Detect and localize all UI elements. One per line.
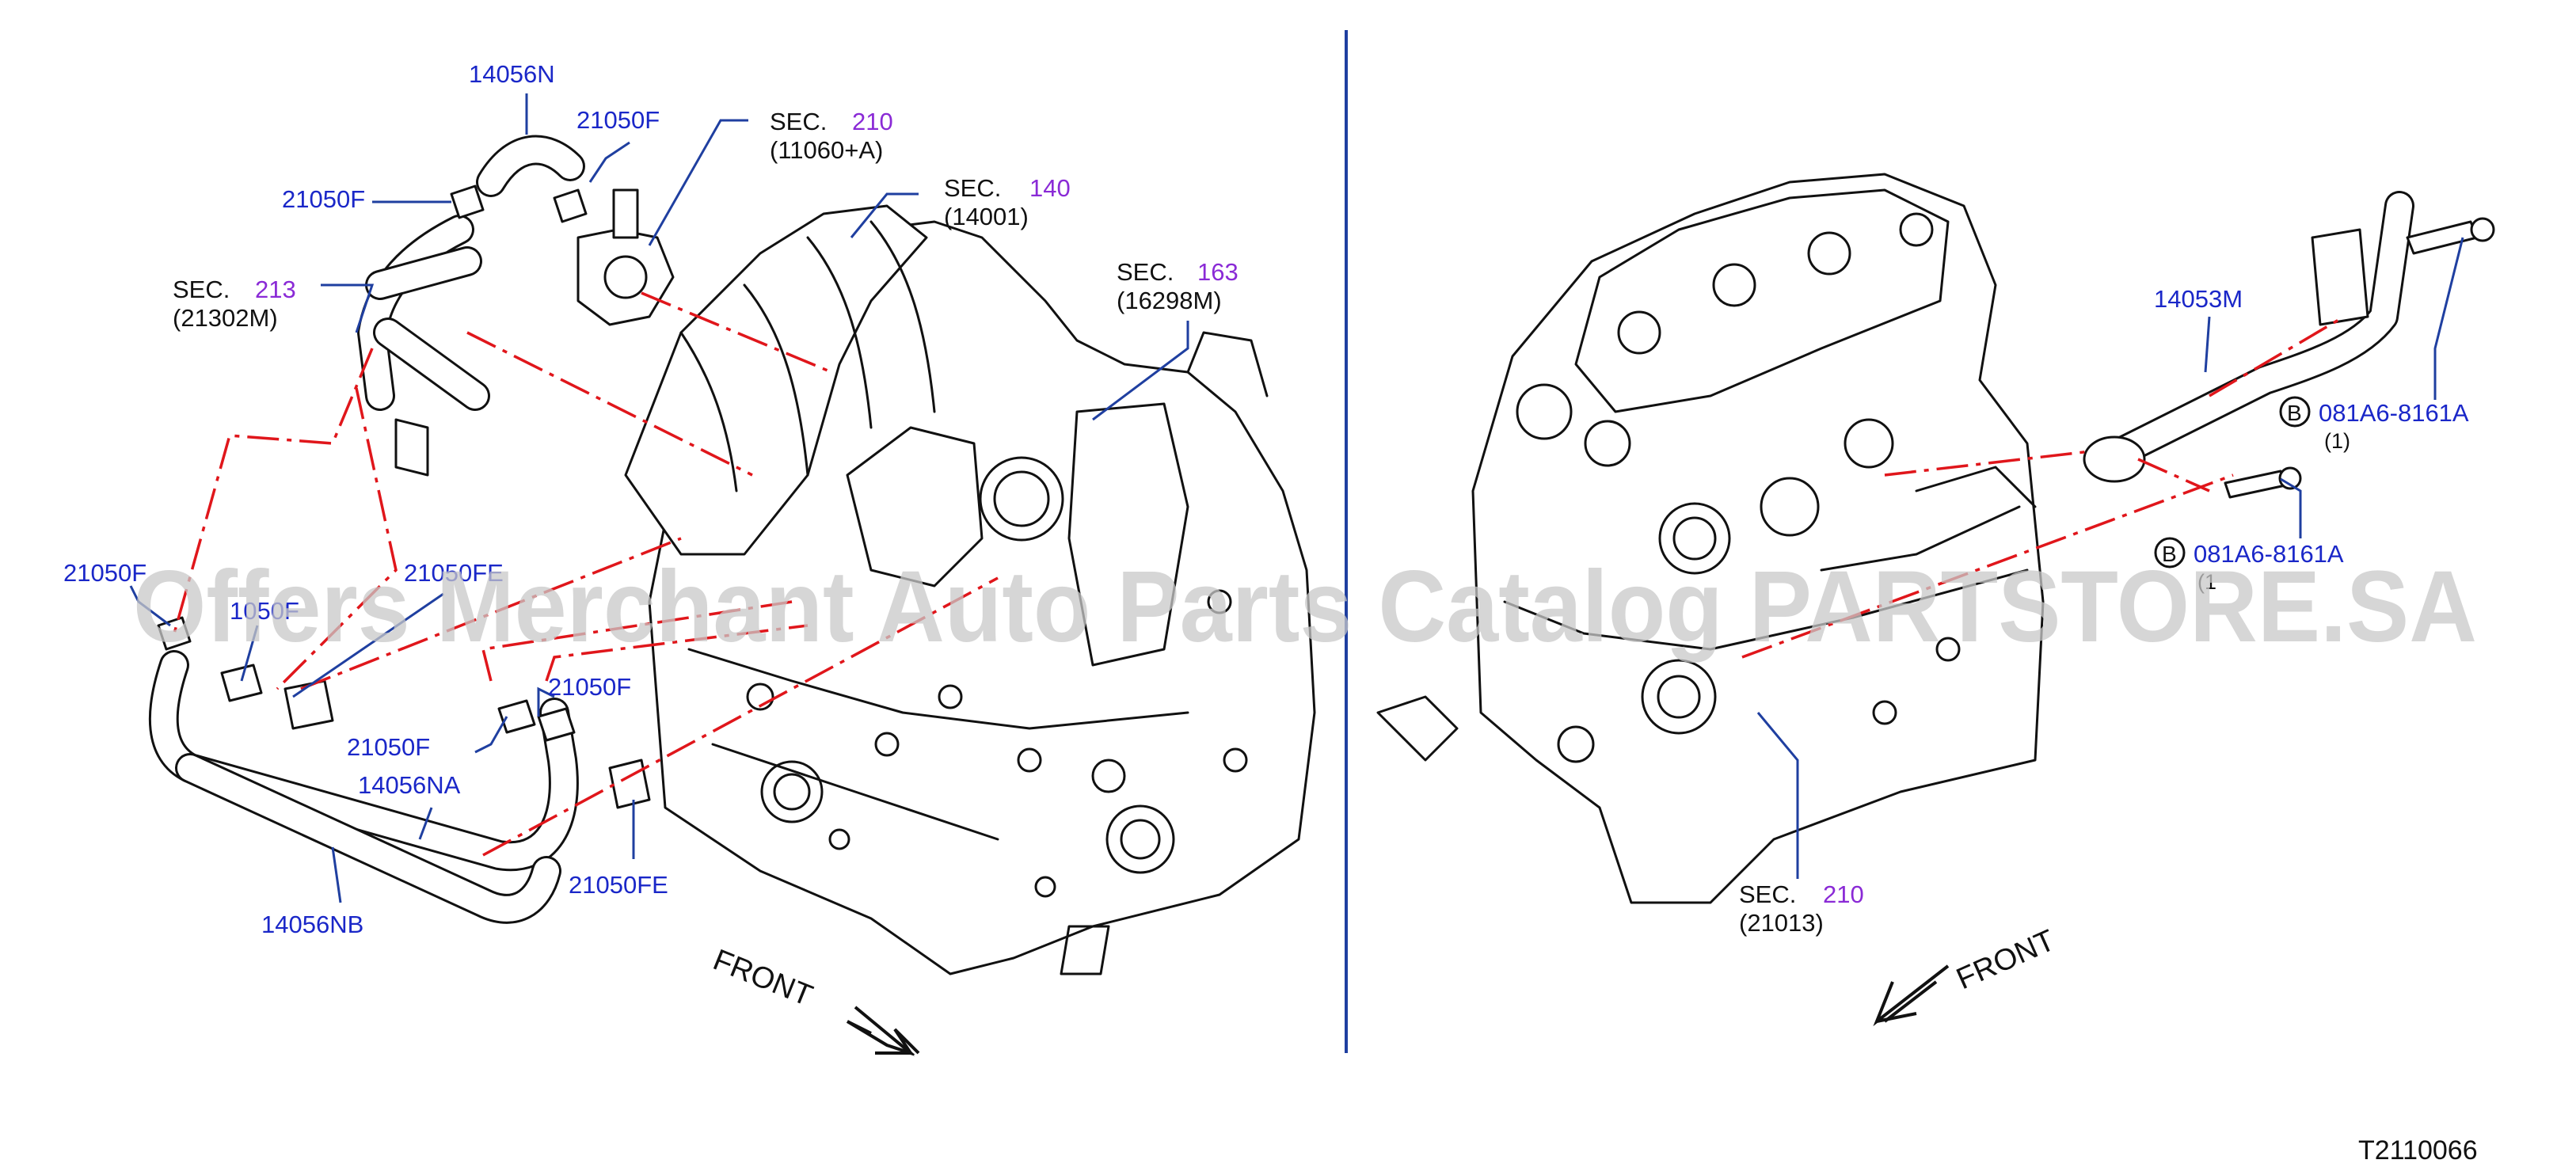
label-21050F-mid-left[interactable]: 21050F	[63, 559, 146, 587]
bolt-marker-letter-upper: B	[2287, 401, 2302, 425]
water-outlet-housing	[576, 188, 675, 326]
label-sec-163-number[interactable]: 163	[1197, 258, 1239, 286]
label-14053M[interactable]: 14053M	[2154, 285, 2243, 313]
label-21050F-partial[interactable]: 1050F	[230, 597, 299, 625]
label-21050F-right[interactable]: 21050F	[548, 673, 631, 701]
phantom-lines	[173, 291, 2345, 857]
label-081A6-8161A-lower[interactable]: 081A6-8161A	[2194, 540, 2344, 568]
bolts-081A6-8161A	[2224, 217, 2495, 499]
label-21050FE-lower[interactable]: 21050FE	[569, 871, 668, 899]
label-21050F-left[interactable]: 21050F	[282, 185, 365, 213]
label-sec-213-ref: (21302M)	[173, 304, 278, 332]
label-14056N[interactable]: 14056N	[469, 60, 555, 88]
label-21050F-top[interactable]: 21050F	[576, 106, 660, 134]
label-14056NB[interactable]: 14056NB	[261, 911, 363, 938]
label-sec-163-title: SEC.	[1117, 258, 1174, 286]
label-sec-210-bottom-number[interactable]: 210	[1823, 880, 1864, 908]
upper-hose-14056N	[476, 135, 585, 197]
water-pipe-14053M	[2083, 191, 2414, 483]
watermark: Offers Merchant Auto Parts Catalog PARTS…	[133, 550, 2477, 664]
right-engine-illustration	[1376, 173, 2045, 904]
front-label-left: FRONT	[709, 943, 817, 1013]
label-qty-upper: (1)	[2324, 429, 2350, 453]
lower-hose-14056NA-14056NB	[148, 650, 579, 924]
diagram-code: T2110066	[2358, 1135, 2478, 1165]
front-arrow-right: FRONT	[1873, 924, 2060, 1027]
front-label-right: FRONT	[1952, 924, 2060, 997]
label-sec-210-top-title: SEC.	[770, 108, 827, 135]
label-sec-213-title: SEC.	[173, 276, 230, 303]
label-sec-210-bottom-title: SEC.	[1739, 880, 1796, 908]
label-081A6-8161A-upper[interactable]: 081A6-8161A	[2319, 399, 2469, 427]
label-14056NA[interactable]: 14056NA	[358, 771, 461, 799]
bolt-marker-letter-lower: B	[2162, 542, 2177, 566]
label-sec-163-ref: (16298M)	[1117, 287, 1222, 314]
label-sec-213-number[interactable]: 213	[255, 276, 296, 303]
label-sec-140-ref: (14001)	[944, 203, 1029, 230]
label-qty-lower: (1	[2197, 570, 2216, 594]
hose-clamps	[157, 184, 651, 809]
label-sec-210-top-ref: (11060+A)	[770, 136, 883, 164]
label-sec-140-number[interactable]: 140	[1029, 174, 1071, 202]
left-engine-illustration	[624, 204, 1316, 975]
label-21050FE-upper[interactable]: 21050FE	[404, 559, 504, 587]
bolt-marker-circle-lower	[2154, 537, 2186, 568]
front-arrow-left: FRONT	[709, 943, 920, 1056]
label-21050F-lower[interactable]: 21050F	[347, 733, 430, 761]
leader-lines	[129, 93, 2464, 903]
label-sec-140-title: SEC.	[944, 174, 1001, 202]
bolt-marker-circle-upper	[2279, 396, 2311, 428]
label-sec-210-bottom-ref: (21013)	[1739, 909, 1824, 937]
label-sec-210-top-number[interactable]: 210	[852, 108, 893, 135]
metal-pipe-21302M	[357, 215, 490, 477]
